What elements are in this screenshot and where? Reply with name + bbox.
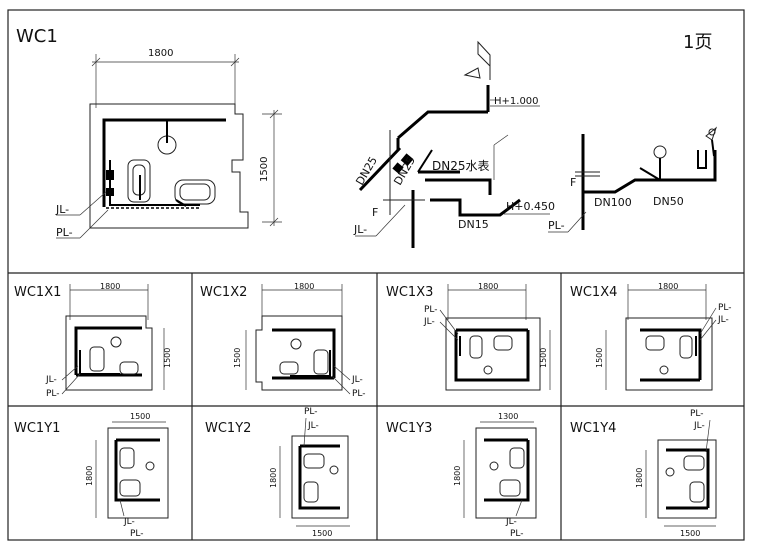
panel-pl: PL-	[304, 407, 318, 417]
panel-wc1x3: WC1X3 1800 1500 PL- JL-	[386, 282, 551, 391]
panel-wc1x2: WC1X2 1800 1500 JL- PL-	[200, 282, 366, 399]
iso-f-label: F	[372, 206, 378, 219]
panel-title: WC1X3	[386, 285, 433, 300]
iso-dn25-meter: DN25水表	[432, 159, 490, 173]
main-title: WC1	[16, 26, 58, 47]
panel-dim-side: 1800	[269, 468, 278, 488]
iso-dn25-a: DN25	[353, 154, 380, 187]
drain-dn100-label: DN100	[594, 196, 632, 209]
panel-wc1y1: WC1Y1 1500 1800 JL- PL-	[14, 412, 169, 539]
panel-dim-top: 1800	[478, 282, 498, 291]
panel-dim-top: 1500	[312, 529, 332, 538]
wc1-dim-width: 1800	[148, 48, 173, 59]
panel-title: WC1Y3	[386, 421, 432, 436]
panel-title: WC1X4	[570, 285, 617, 300]
panel-jl: JL-	[505, 517, 517, 527]
water-supply-isometric: H+1.000 DN25 DN25 DN25水表 H+0.450 DN15 F …	[353, 40, 555, 248]
panel-wc1y3: WC1Y3 1300 1800 JL- PL-	[386, 412, 537, 539]
panel-wc1y2: WC1Y2 1800 1500 PL- JL-	[205, 407, 350, 538]
panel-dim-top: 1800	[658, 282, 678, 291]
panel-title: WC1Y2	[205, 421, 251, 436]
panel-jl: JL-	[307, 421, 319, 431]
panel-dim-top: 1800	[100, 282, 120, 291]
drainage-isometric: F DN100 DN50 PL-	[548, 126, 718, 233]
panel-wc1y4: WC1Y4 1800 1500 PL- JL-	[570, 409, 717, 538]
panel-wc1x4: WC1X4 1800 1500 PL- JL-	[570, 282, 732, 391]
panel-dim-top: 1500	[680, 529, 700, 538]
panel-jl: JL-	[123, 517, 135, 527]
panel-pl: PL-	[130, 529, 144, 539]
iso-dn15-label: DN15	[458, 218, 489, 231]
panel-jl: JL-	[717, 315, 729, 325]
iso-h1-label: H+1.000	[494, 96, 539, 107]
sheet-frame	[7, 9, 745, 541]
panel-pl: PL-	[424, 305, 438, 315]
panel-title: WC1Y1	[14, 421, 60, 436]
panel-dim-side: 1800	[635, 468, 644, 488]
panel-pl: PL-	[690, 409, 704, 419]
panel-pl: PL-	[510, 529, 524, 539]
page-number-label: 1页	[683, 32, 712, 53]
wc1-pl-label: PL-	[56, 226, 73, 239]
drain-pl-label: PL-	[548, 219, 565, 232]
panel-dim-side: 1800	[453, 466, 462, 486]
panel-jl: JL-	[45, 375, 57, 385]
wc1-plan: 1800 1500 JL- PL-	[55, 48, 282, 239]
panel-dim-side: 1500	[595, 348, 604, 368]
wc1-dim-height: 1500	[259, 157, 270, 182]
drain-f-label: F	[570, 176, 576, 189]
panel-dim-side: 1500	[539, 348, 548, 368]
panel-dim-side: 1500	[233, 348, 242, 368]
panel-title: WC1Y4	[570, 421, 616, 436]
panel-dim-side: 1800	[85, 466, 94, 486]
drain-dn50-label: DN50	[653, 195, 684, 208]
iso-h2-label: H+0.450	[506, 200, 555, 213]
panel-title: WC1X2	[200, 285, 247, 300]
panel-jl: JL-	[423, 317, 435, 327]
panel-jl: JL-	[693, 421, 705, 431]
panel-dim-side: 1500	[163, 348, 172, 368]
iso-jl-label: JL-	[353, 223, 367, 236]
panel-pl: PL-	[718, 303, 732, 313]
panel-dim-top: 1500	[130, 412, 150, 421]
wc1-jl-label: JL-	[55, 203, 69, 216]
panel-title: WC1X1	[14, 285, 61, 300]
panel-jl: JL-	[351, 375, 363, 385]
panel-pl: PL-	[352, 389, 366, 399]
panel-pl: PL-	[46, 389, 60, 399]
panel-wc1x1: WC1X1 1800 1500 JL- PL-	[14, 282, 172, 399]
panel-dim-top: 1800	[294, 282, 314, 291]
panel-dim-top: 1300	[498, 412, 518, 421]
